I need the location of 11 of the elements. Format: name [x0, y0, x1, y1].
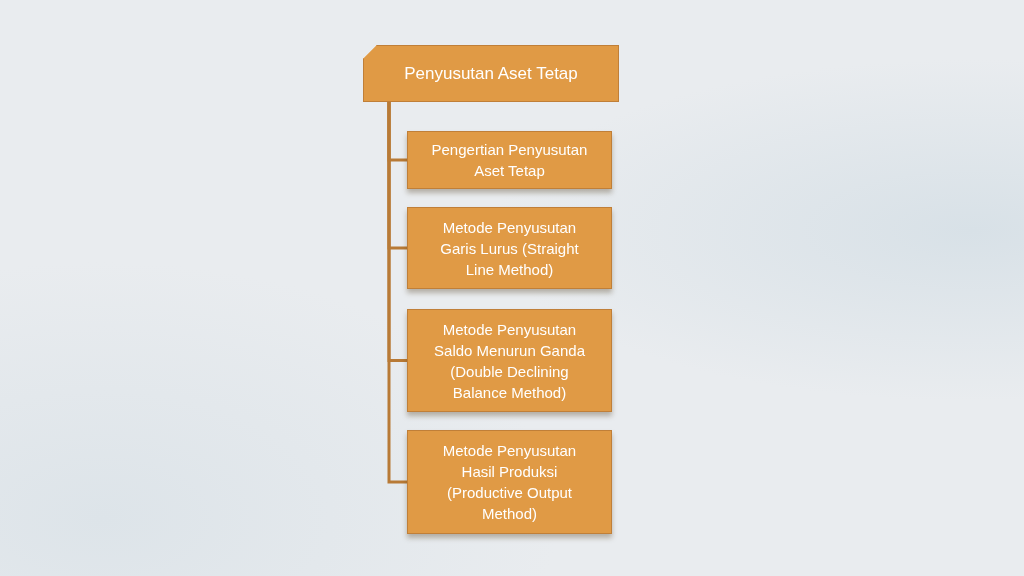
topic-box [407, 430, 612, 534]
topic-text: Metode Penyusutan Garis Lurus (Straight Line Method) [439, 217, 580, 280]
topic-box [407, 131, 612, 189]
topic-box [407, 309, 612, 412]
topic-box [407, 207, 612, 289]
topic-text: Pengertian Penyusutan Aset Tetap [430, 140, 589, 181]
connector-line [387, 102, 407, 484]
title-box [363, 45, 619, 102]
title-text: Penyusutan Aset Tetap [404, 63, 578, 84]
topic-text: Metode Penyusutan Hasil Produksi (Productive Output Method) [441, 441, 578, 524]
topic-text: Metode Penyusutan Saldo Menurun Ganda (Double Declining Balance Method) [433, 319, 586, 403]
